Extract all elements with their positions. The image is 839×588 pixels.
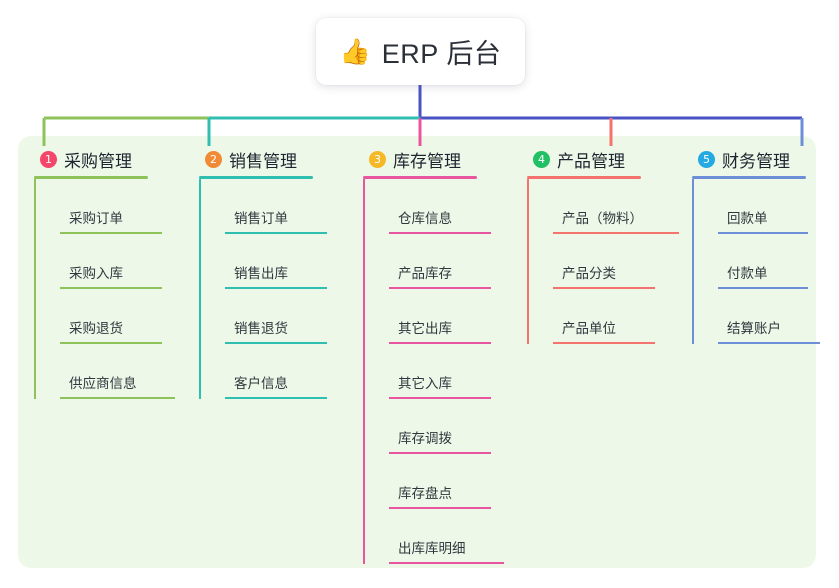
branch-spine [199,179,201,399]
branch-header[interactable]: 4 产品管理 [527,146,679,172]
branch-items: 仓库信息产品库存其它出库其它入库库存调拨库存盘点出库库明细 [363,179,504,564]
branch-item[interactable]: 客户信息 [225,344,327,399]
branch-item[interactable]: 出库库明细 [389,509,504,564]
branch-item[interactable]: 其它出库 [389,289,504,344]
branch-underline [527,176,641,179]
branch-header[interactable]: 3 库存管理 [363,146,504,172]
branch-header[interactable]: 1 采购管理 [34,146,175,172]
branch-item-label: 采购退货 [60,317,162,344]
branch-item[interactable]: 库存盘点 [389,454,504,509]
branch-underline [199,176,313,179]
branch-item[interactable]: 产品库存 [389,234,504,289]
branch-spine [34,179,36,399]
thumbs-up-icon: 👍 [339,37,371,66]
branch-number-badge: 3 [369,150,386,168]
branch-column: 5 财务管理回款单付款单结算账户 [692,146,820,344]
branch-item-label: 销售退货 [225,317,327,344]
branch-item[interactable]: 供应商信息 [60,344,175,399]
branch-header[interactable]: 2 销售管理 [199,146,327,172]
branches-panel [18,136,816,568]
branch-column: 4 产品管理产品（物料） 产品分类产品单位 [527,146,679,344]
branch-column: 2 销售管理销售订单销售出库销售退货客户信息 [199,146,327,399]
branch-number-badge: 5 [698,150,715,168]
branch-item-label: 其它出库 [389,317,491,344]
branch-item[interactable]: 产品（物料） [553,179,679,234]
branch-items: 采购订单采购入库采购退货供应商信息 [34,179,175,399]
branch-item-label: 回款单 [718,207,808,234]
branch-item[interactable]: 采购退货 [60,289,175,344]
branch-item[interactable]: 付款单 [718,234,820,289]
branch-item-label: 销售订单 [225,207,327,234]
branch-title: 销售管理 [229,151,297,171]
branch-item-label: 产品（物料） [553,207,679,234]
branch-item[interactable]: 产品分类 [553,234,679,289]
branch-item-label: 付款单 [718,262,808,289]
branch-item[interactable]: 结算账户 [718,289,820,344]
branch-item-label: 库存调拨 [389,427,491,454]
branch-items: 产品（物料） 产品分类产品单位 [527,179,679,344]
branch-item[interactable]: 回款单 [718,179,820,234]
branch-spine [527,179,529,344]
branch-column: 1 采购管理采购订单采购入库采购退货供应商信息 [34,146,175,399]
branch-item-label: 产品单位 [553,317,655,344]
branch-item[interactable]: 其它入库 [389,344,504,399]
branch-item[interactable]: 仓库信息 [389,179,504,234]
branch-item-label: 出库库明细 [389,537,504,564]
branch-number-badge: 1 [40,150,57,168]
branch-title: 财务管理 [722,151,790,171]
branch-header[interactable]: 5 财务管理 [692,146,820,172]
branch-number-badge: 2 [205,150,222,168]
branch-number-badge: 4 [533,150,550,168]
branch-item-label: 客户信息 [225,372,327,399]
branch-item[interactable]: 采购订单 [60,179,175,234]
branch-title: 产品管理 [557,151,625,171]
branch-item-label: 其它入库 [389,372,491,399]
root-node-content: 👍 ERP 后台 [340,32,502,71]
branch-item-label: 销售出库 [225,262,327,289]
branch-title: 采购管理 [64,151,132,171]
branch-item-label: 产品库存 [389,262,491,289]
branch-items: 回款单付款单结算账户 [692,179,820,344]
branch-underline [34,176,148,179]
branch-title: 库存管理 [393,151,461,171]
branch-column: 3 库存管理仓库信息产品库存其它出库其它入库库存调拨库存盘点出库库明细 [363,146,504,564]
branch-item[interactable]: 销售订单 [225,179,327,234]
branch-spine [363,179,365,564]
branch-item-label: 仓库信息 [389,207,491,234]
branch-underline [363,176,477,179]
branch-spine [692,179,694,344]
branch-item-label: 采购订单 [60,207,162,234]
branch-item-label: 供应商信息 [60,372,175,399]
branch-item[interactable]: 销售退货 [225,289,327,344]
branch-underline [692,176,806,179]
root-node[interactable]: 👍 ERP 后台 [316,18,525,85]
branch-item[interactable]: 产品单位 [553,289,679,344]
branch-item-label: 库存盘点 [389,482,491,509]
branch-item-label: 结算账户 [718,317,820,344]
branch-item-label: 产品分类 [553,262,655,289]
branch-item[interactable]: 采购入库 [60,234,175,289]
branch-items: 销售订单销售出库销售退货客户信息 [199,179,327,399]
branch-item[interactable]: 销售出库 [225,234,327,289]
branch-item[interactable]: 库存调拨 [389,399,504,454]
branch-item-label: 采购入库 [60,262,162,289]
root-title: ERP 后台 [381,39,502,69]
